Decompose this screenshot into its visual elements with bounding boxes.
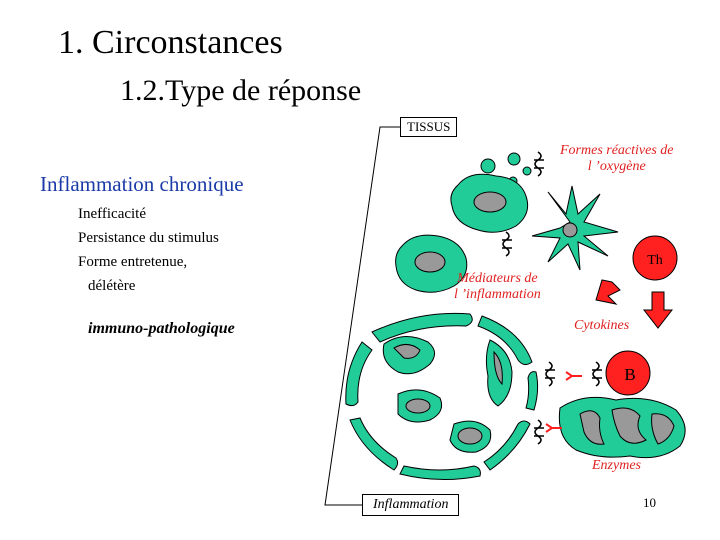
red-y-1	[565, 371, 582, 381]
b-label: B	[624, 365, 635, 384]
b-cell	[605, 350, 651, 396]
bullet-list: Inefficacité Persistance du stimulus For…	[78, 202, 219, 298]
squiggle-group	[502, 151, 602, 445]
tissus-label: TISSUS	[400, 117, 458, 137]
squiggle-5	[534, 419, 544, 445]
inner-nucleus-4	[457, 427, 483, 445]
right-nucleus-2	[611, 407, 647, 444]
th-cell	[632, 235, 678, 281]
point-inefficacite: Inefficacité	[78, 206, 147, 222]
squiggle-3	[545, 361, 555, 387]
ring-cell-right	[525, 371, 539, 411]
inner-nucleus-3	[405, 398, 431, 414]
red-y-2	[545, 423, 562, 433]
ring-cell-top-right	[477, 315, 533, 366]
inflammation-ring	[345, 312, 539, 481]
slide-subtitle: 1.2.Type de réponse	[120, 74, 362, 107]
page-number: 10	[643, 495, 656, 510]
point-forme: Forme entretenue,	[78, 254, 188, 270]
slide-title: 1. Circonstances	[58, 24, 283, 61]
inflammation-label: Inflammation	[362, 494, 460, 516]
small-cell-1	[480, 158, 496, 174]
nucleus-1	[473, 191, 507, 213]
arrow-down-left	[595, 279, 621, 305]
squiggle-4	[592, 361, 602, 387]
point-persistance: Persistance du stimulus	[78, 230, 219, 246]
mediators-label: Médiateurs de l ’inflammation	[454, 271, 541, 302]
squiggle-2	[502, 231, 512, 257]
ring-cell-left	[345, 341, 373, 407]
enzymes-label: Enzymes	[592, 458, 641, 473]
squiggle-1	[534, 151, 544, 177]
red-y-group	[545, 371, 582, 433]
ring-cell-bottom-right	[483, 420, 531, 471]
ring-cell-bottom-left	[349, 417, 399, 471]
inner-nucleus-1	[393, 344, 421, 359]
cytokines-label: Cytokines	[574, 318, 630, 333]
small-cell-2	[507, 152, 521, 166]
arrow-down	[642, 291, 674, 329]
section-heading: Inflammation chronique	[40, 172, 244, 196]
immuno-pathologique-label: immuno-pathologique	[88, 320, 235, 337]
ring-cell-top	[371, 312, 473, 343]
right-nucleus-3	[651, 413, 675, 445]
point-deletere: délétère	[88, 278, 136, 294]
bracket-line	[324, 126, 400, 506]
inner-nucleus-2	[493, 350, 503, 386]
nucleus-2	[414, 251, 446, 273]
dendritic-nucleus	[562, 222, 578, 238]
reactive-oxygen-label: Formes réactives de l ’oxygène	[560, 143, 674, 174]
th-label: Th	[647, 253, 663, 268]
right-nucleus-1	[579, 410, 605, 445]
ring-cell-bottom	[399, 465, 481, 481]
small-cell-4	[522, 166, 532, 176]
